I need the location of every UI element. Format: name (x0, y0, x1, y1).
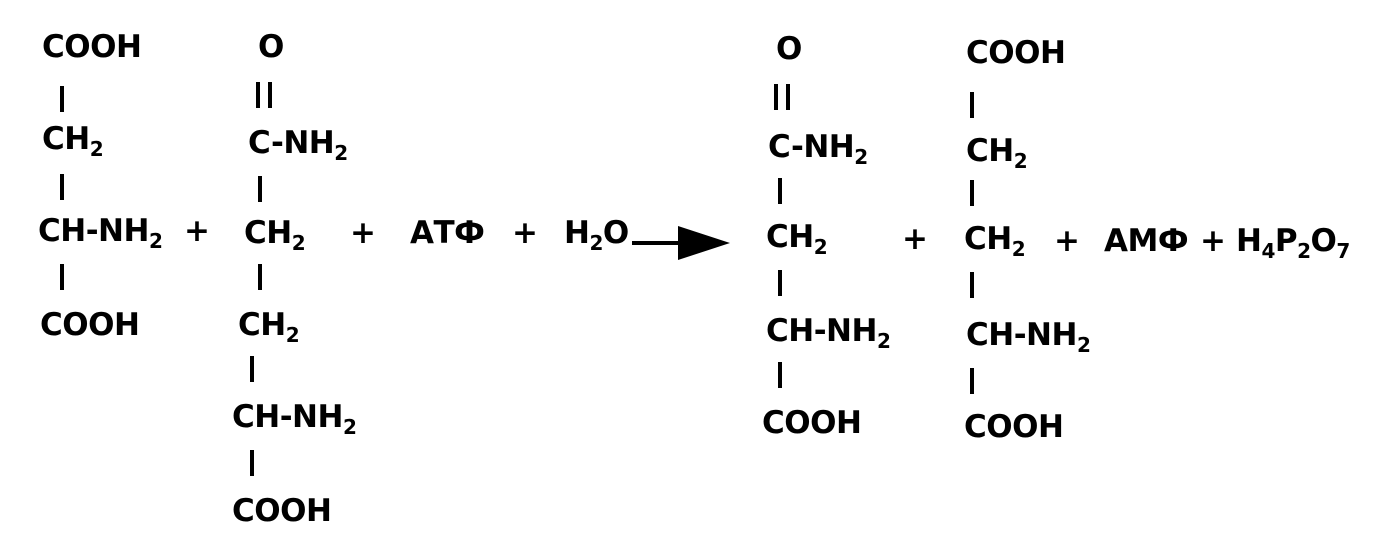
plus-sign: + (512, 215, 538, 251)
glu-bottom-cooh: COOH (40, 307, 140, 343)
gln-ch-nh2: CH-NH2 (232, 399, 357, 439)
plus-sign: + (1054, 223, 1080, 259)
bond (60, 264, 64, 290)
pyrophosphate-label: H4P2O7 (1236, 223, 1350, 263)
asn-oxygen: O (776, 31, 802, 67)
asn-bottom-cooh: COOH (762, 405, 862, 441)
asn-ch-nh2: CH-NH2 (766, 313, 891, 353)
bond (60, 86, 64, 112)
plus-sign: + (1200, 223, 1226, 259)
bond (258, 176, 262, 202)
bond (250, 356, 254, 382)
glu2-top-cooh: COOH (966, 35, 1066, 71)
amp-label: АМФ (1104, 223, 1189, 259)
atp-label: АТФ (410, 215, 485, 251)
reaction-arrow (632, 226, 730, 260)
bond (970, 92, 974, 118)
bond (778, 362, 782, 388)
plus-sign: + (184, 213, 210, 249)
gln-ch2-b: CH2 (238, 307, 300, 347)
bond (970, 180, 974, 206)
asn-amide: C-NH2 (768, 129, 868, 169)
bond (970, 368, 974, 394)
glu-ch-nh2: CH-NH2 (38, 213, 163, 253)
gln-bottom-cooh: COOH (232, 493, 332, 529)
bond (60, 174, 64, 200)
plus-sign: + (902, 221, 928, 257)
gln-ch2-a: CH2 (244, 215, 306, 255)
glu2-ch-nh2: CH-NH2 (966, 317, 1091, 357)
bond (258, 264, 262, 290)
glu2-ch2-b: CH2 (964, 221, 1026, 261)
double-bond (256, 82, 272, 108)
water-label: H2O (564, 215, 629, 255)
asn-ch2: CH2 (766, 219, 828, 259)
glu-top-cooh: COOH (42, 29, 142, 65)
glu-ch2: CH2 (42, 121, 104, 161)
bond (970, 272, 974, 298)
gln-amide: C-NH2 (248, 125, 348, 165)
plus-sign: + (350, 215, 376, 251)
double-bond (774, 84, 790, 110)
bond (778, 270, 782, 296)
bond (250, 450, 254, 476)
glu2-bottom-cooh: COOH (964, 409, 1064, 445)
glu2-ch2-a: CH2 (966, 133, 1028, 173)
gln-oxygen: O (258, 29, 284, 65)
bond (778, 178, 782, 204)
